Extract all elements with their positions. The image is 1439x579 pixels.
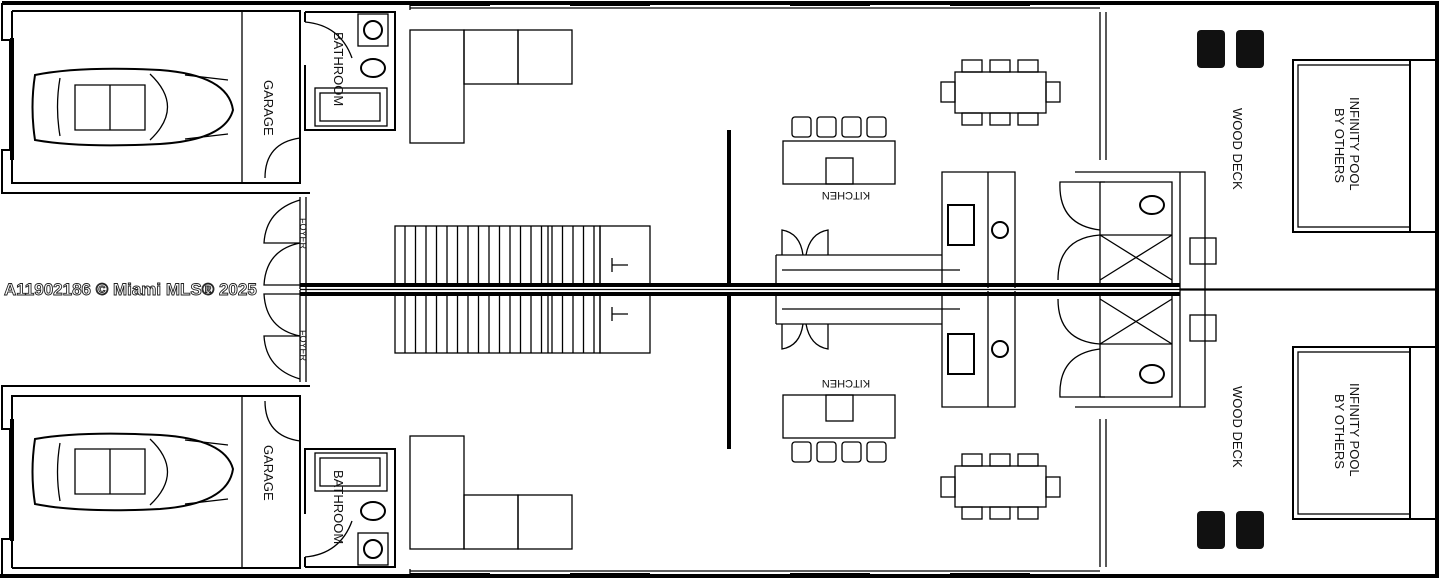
- label-bathroom-bottom: BATHROOM: [331, 470, 346, 544]
- label-kitchen-bottom: KITCHEN: [822, 377, 870, 389]
- unit-top: [0, 1, 1439, 291]
- label-foyer-bottom: FOYER: [298, 330, 308, 362]
- label-foyer-top: FOYER: [298, 218, 308, 250]
- label-bathroom-top: BATHROOM: [331, 32, 346, 106]
- label-pool-top-2: BY OTHERS: [1332, 108, 1347, 183]
- label-garage-bottom: GARAGE: [261, 445, 276, 501]
- label-garage-top: GARAGE: [261, 80, 276, 136]
- label-wood-deck-bottom: WOOD DECK: [1230, 386, 1245, 468]
- label-wood-deck-top: WOOD DECK: [1230, 108, 1245, 190]
- label-pool-bottom-2: BY OTHERS: [1332, 394, 1347, 469]
- label-pool-bottom-1: INFINITY POOL: [1347, 383, 1362, 477]
- label-kitchen-top: KITCHEN: [822, 189, 870, 201]
- label-pool-top-1: INFINITY POOL: [1347, 97, 1362, 191]
- unit-bottom: [0, 288, 1439, 578]
- watermark: A11902186 © Miami MLS® 2025: [4, 280, 257, 299]
